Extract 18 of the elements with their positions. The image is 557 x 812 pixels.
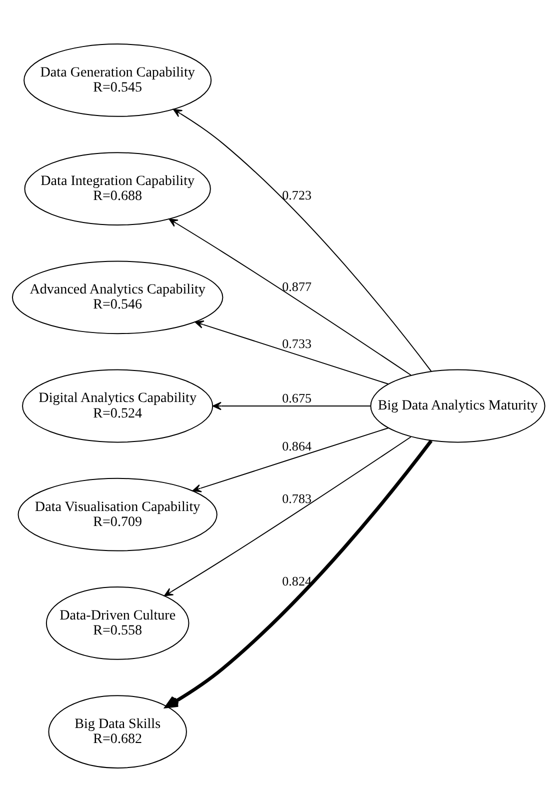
arrow (212, 402, 371, 410)
arrow (192, 428, 388, 492)
arrow (168, 218, 412, 376)
node-ellipse: Advanced Analytics Capability R=0.546 (12, 260, 224, 334)
edge-label: 0.783 (282, 490, 312, 506)
edge-label: 0.675 (282, 390, 312, 406)
node-ellipse: Big Data Analytics Maturity (370, 369, 546, 443)
arrow (164, 436, 412, 596)
edge-label: 0.864 (282, 438, 312, 454)
edge-label: 0.877 (282, 278, 312, 294)
edge-label: 0.723 (282, 187, 312, 202)
node-ellipse: Digital Analytics Capability R=0.524 (22, 369, 214, 443)
edge-label: 0.824 (282, 573, 312, 588)
edge-label: 0.733 (282, 336, 312, 352)
node-ellipse: Data Visualisation Capability R=0.709 (18, 478, 218, 552)
arrow (165, 440, 433, 708)
arrow (194, 320, 388, 384)
arrow (172, 108, 432, 372)
